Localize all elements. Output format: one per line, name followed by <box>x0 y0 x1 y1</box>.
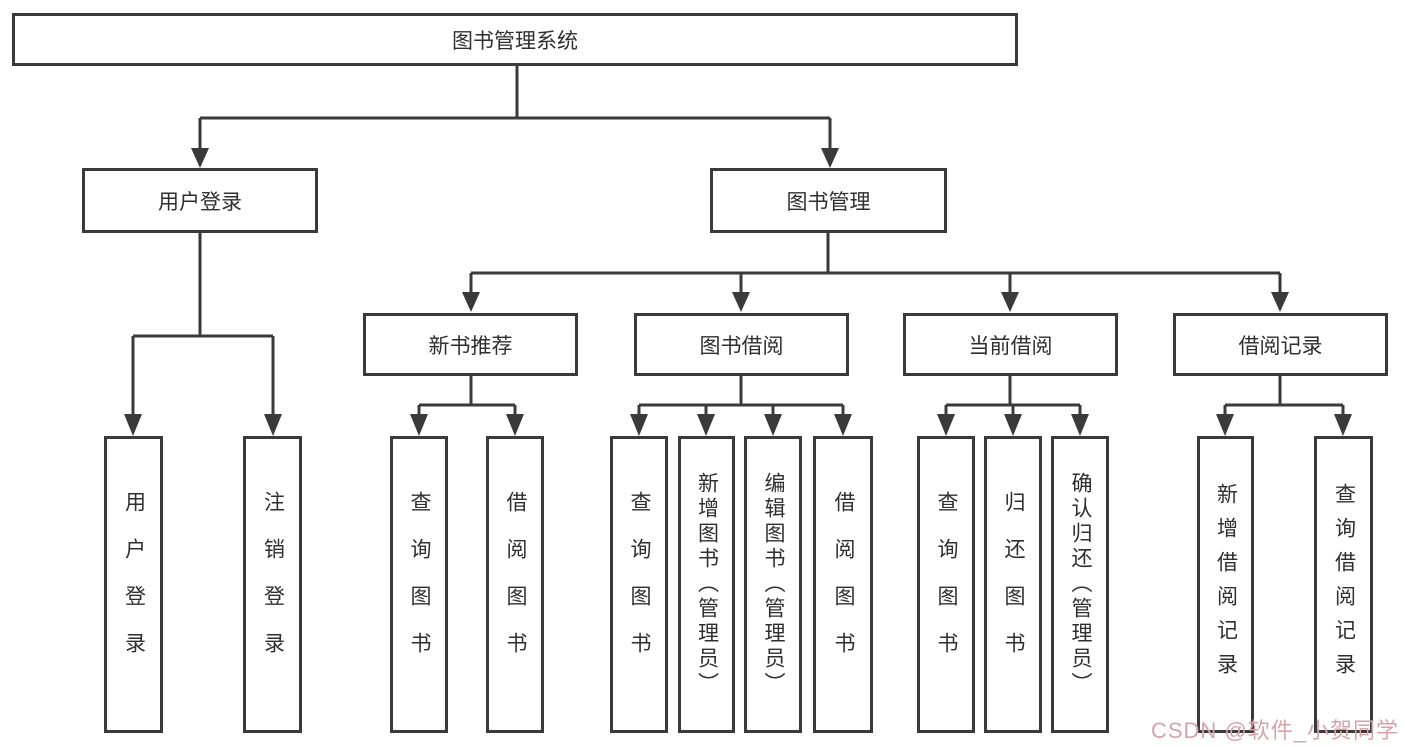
node-book-management: 图书管理 <box>710 168 947 233</box>
leaf-label: 查询图书 <box>935 490 958 679</box>
leaf-label: 新增借阅记录 <box>1214 482 1238 687</box>
leaf-label: 借阅图书 <box>832 490 855 679</box>
node-new-book-recommend: 新书推荐 <box>363 313 578 376</box>
leaf-label: 确认归还（管理员） <box>1069 472 1092 697</box>
leaf-query-books-current: 查询图书 <box>917 436 975 733</box>
leaf-return-books: 归还图书 <box>984 436 1042 733</box>
node-borrow-records-label: 借阅记录 <box>1238 334 1323 358</box>
node-user-login-label: 用户登录 <box>158 190 242 214</box>
node-book-borrow-label: 图书借阅 <box>699 334 784 358</box>
node-root: 图书管理系统 <box>12 13 1018 66</box>
leaf-edit-books-admin: 编辑图书（管理员） <box>744 436 802 733</box>
node-book-management-label: 图书管理 <box>786 190 871 214</box>
leaf-label: 归还图书 <box>1002 490 1025 679</box>
leaf-query-borrow-record: 查询借阅记录 <box>1314 436 1373 733</box>
leaf-label: 查询图书 <box>628 490 651 679</box>
leaf-confirm-return-admin: 确认归还（管理员） <box>1051 436 1109 733</box>
leaf-label: 编辑图书（管理员） <box>762 472 785 697</box>
leaf-query-books-borrow: 查询图书 <box>610 436 668 733</box>
node-book-borrow: 图书借阅 <box>634 313 849 376</box>
leaf-label: 新增图书（管理员） <box>695 472 719 697</box>
node-root-label: 图书管理系统 <box>452 29 578 53</box>
leaf-borrow-books: 借阅图书 <box>813 436 873 733</box>
leaf-user-login-label: 用户登录 <box>122 490 146 679</box>
leaf-logout-label: 注销登录 <box>261 490 285 679</box>
leaf-borrow-books-recommend: 借阅图书 <box>486 436 544 733</box>
leaf-label: 查询借阅记录 <box>1332 482 1356 687</box>
node-borrow-records: 借阅记录 <box>1173 313 1388 376</box>
leaf-label: 借阅图书 <box>504 490 527 679</box>
node-new-book-recommend-label: 新书推荐 <box>428 334 513 358</box>
leaf-query-books-recommend: 查询图书 <box>390 436 448 733</box>
watermark: CSDN @软件_小贺同学 <box>1150 718 1399 743</box>
leaf-logout: 注销登录 <box>243 436 302 733</box>
leaf-user-login: 用户登录 <box>104 436 163 733</box>
node-current-borrow-label: 当前借阅 <box>968 334 1053 358</box>
leaf-add-books-admin: 新增图书（管理员） <box>678 436 735 733</box>
leaf-add-borrow-record: 新增借阅记录 <box>1197 436 1254 733</box>
leaf-label: 查询图书 <box>408 490 431 679</box>
node-current-borrow: 当前借阅 <box>903 313 1118 376</box>
node-user-login: 用户登录 <box>82 168 318 233</box>
